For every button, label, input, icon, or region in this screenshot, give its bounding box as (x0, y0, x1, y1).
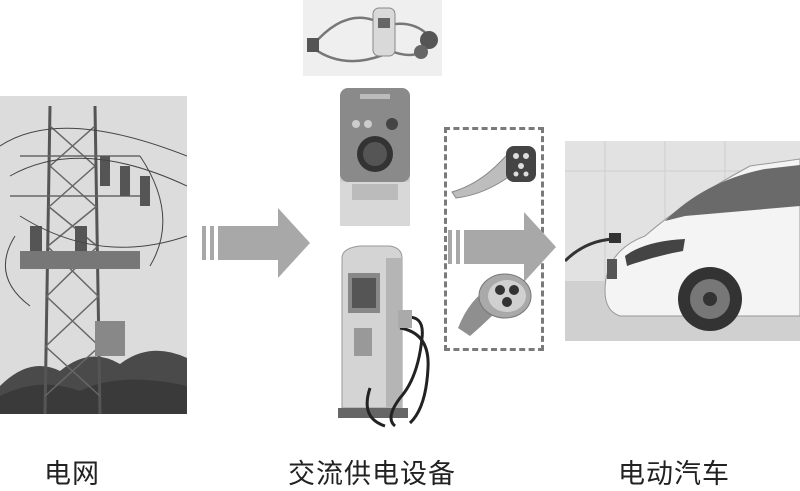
ac-supply-equipment-label: 交流供电设备 (288, 459, 456, 490)
charging-plug-photo (446, 140, 542, 200)
electric-car-photo (565, 141, 800, 341)
charging-pile-photo (330, 238, 440, 430)
electric-vehicle-label: 电动汽车 (618, 459, 730, 490)
portable-charging-cable-photo (303, 0, 442, 76)
arrow-right-icon (202, 208, 310, 278)
wall-mounted-charger-photo (326, 84, 422, 230)
grid-label: 电网 (44, 459, 100, 490)
power-grid-photo (0, 96, 187, 414)
charging-socket-photo (450, 268, 540, 340)
arrow-right-icon (448, 212, 556, 282)
